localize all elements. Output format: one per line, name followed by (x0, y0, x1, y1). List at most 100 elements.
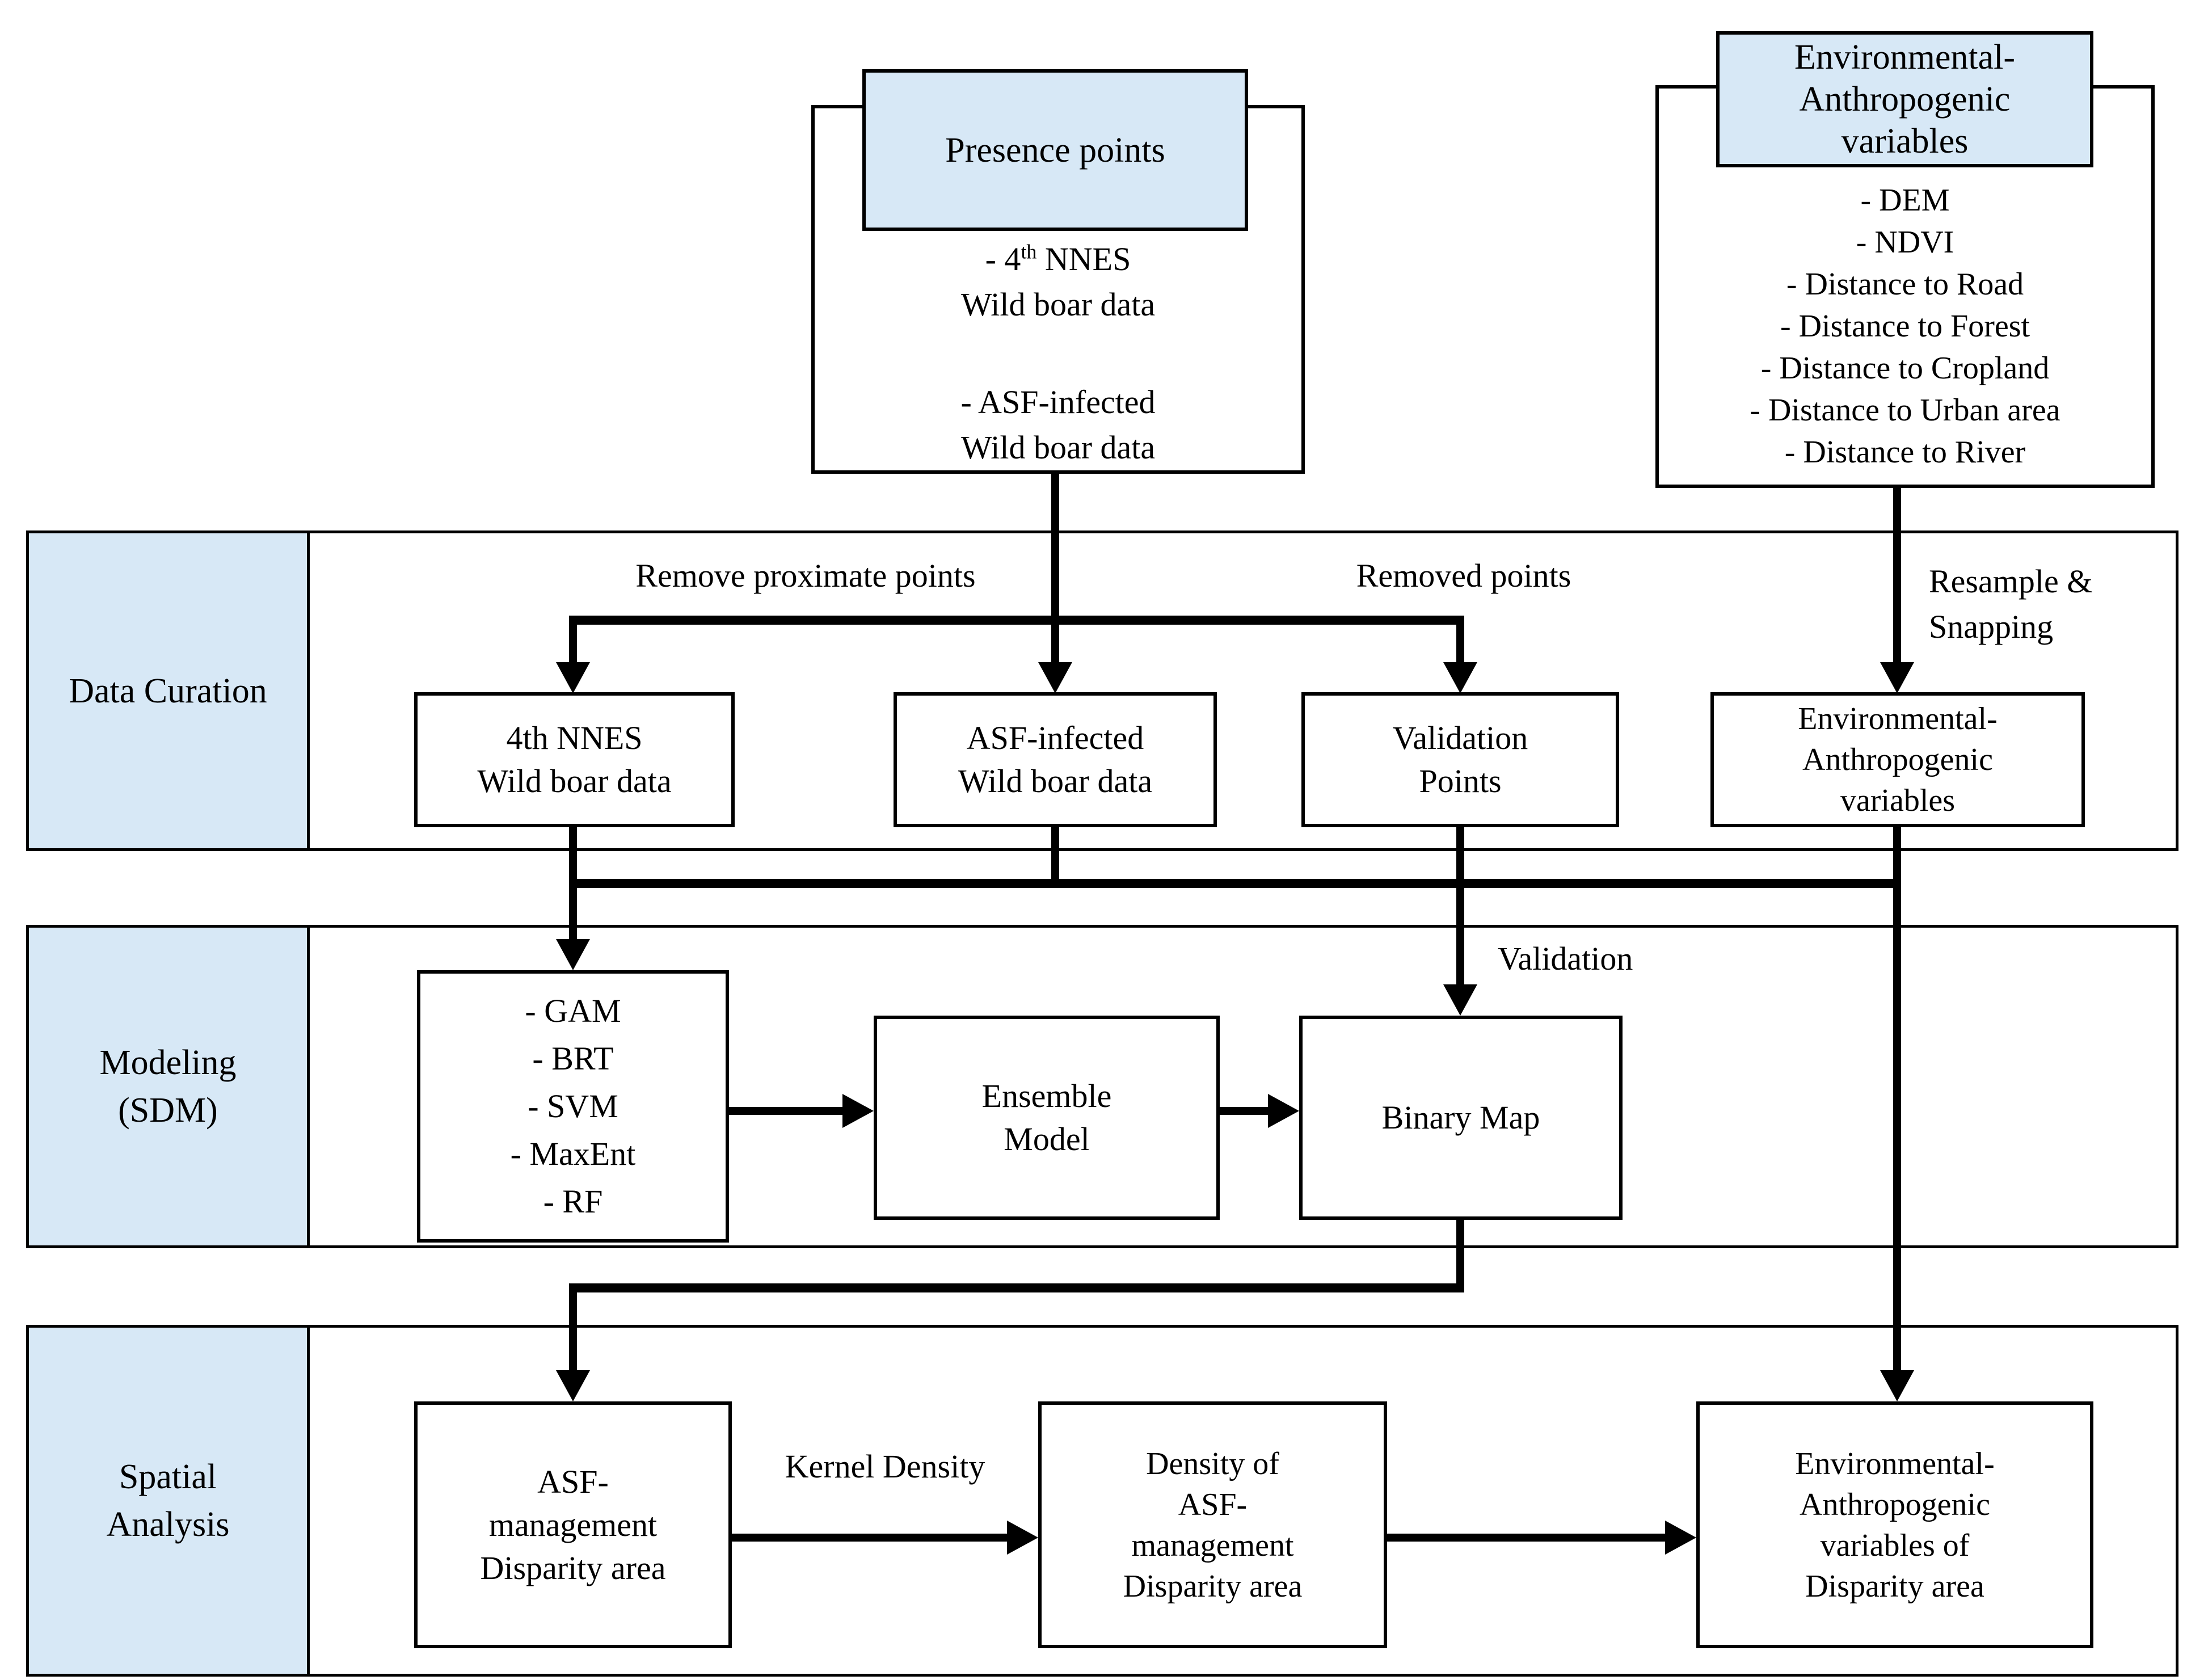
arrowhead-into-asf-infected-box (1038, 662, 1072, 693)
sdm-methods-box: - GAM - BRT - SVM - MaxEnt - RF (417, 970, 729, 1243)
edge-label-resample-line1: Resample & (1929, 563, 2093, 600)
env-variables-title-line2: Anthropogenic (1799, 80, 2011, 119)
band-label-spatial-line2: Analysis (106, 1505, 230, 1544)
sdm-item-svm: - SVM (528, 1088, 618, 1125)
arrowhead-into-asf-management-box (556, 1370, 590, 1401)
presence-item2-line1: - ASF-infected (960, 384, 1156, 420)
sdm-item-rf: - RF (543, 1183, 603, 1220)
spatial-box3-line4: Disparity area (1805, 1568, 1984, 1604)
curation-box4-line3: variables (1840, 783, 1956, 818)
connector-env-long-vertical (1893, 888, 1901, 1373)
connector-asf-to-density (732, 1534, 1010, 1542)
ensemble-model-box: Ensemble Model (874, 1016, 1220, 1220)
env-variables-header: Environmental- Anthropogenic variables (1716, 31, 2093, 167)
presence-item1-line1: - 4th NNES (985, 241, 1131, 278)
edge-label-resample-snapping: Resample & Snapping (1929, 559, 2173, 650)
connector-sdm-to-ensemble (729, 1107, 845, 1115)
spatial-box1-line3: Disparity area (480, 1549, 666, 1586)
band-label-cell-spatial: Spatial Analysis (29, 1328, 310, 1674)
band-label-data-curation: Data Curation (69, 671, 267, 710)
curation-box2-line2: Wild boar data (958, 763, 1153, 799)
sdm-item-gam: - GAM (525, 992, 621, 1029)
env-item: - Distance to Cropland (1760, 351, 2050, 386)
spatial-box3-line1: Environmental- (1795, 1446, 1995, 1481)
arrowhead-into-density-box (1007, 1521, 1038, 1555)
connector-binary-drop (1456, 1220, 1464, 1292)
curation-box4-line1: Environmental- (1798, 701, 1998, 736)
env-item: - DEM (1860, 183, 1950, 218)
env-item: - Distance to Road (1786, 267, 2024, 302)
spatial-box2-line1: Density of (1146, 1446, 1279, 1481)
env-variables-disparity-box: Environmental- Anthropogenic variables o… (1696, 1401, 2093, 1648)
presence-points-title: Presence points (945, 130, 1165, 170)
connector-branch-left-drop (569, 616, 577, 667)
asf-management-disparity-box: ASF- management Disparity area (414, 1401, 732, 1648)
sdm-item-brt: - BRT (532, 1040, 614, 1077)
presence-item2-line2: Wild boar data (960, 429, 1156, 466)
env-variables-title-line3: variables (1841, 122, 1969, 161)
arrowhead-into-binary-map (1443, 984, 1477, 1016)
spatial-box2-line4: Disparity area (1123, 1568, 1303, 1604)
curation-box-asf-infected: ASF-infected Wild boar data (894, 692, 1217, 827)
arrowhead-into-env-disparity-box (1880, 1370, 1914, 1401)
band-label-modeling-line1: Modeling (99, 1043, 237, 1082)
band-label-spatial-line1: Spatial (119, 1458, 217, 1496)
edge-label-remove-proximate-points: Remove proximate points (635, 557, 976, 594)
connector-drop-env (1893, 827, 1901, 888)
arrowhead-into-sdm-box (556, 939, 590, 970)
arrowhead-into-ensemble-box (842, 1094, 874, 1128)
connector-validation-drop (1456, 888, 1464, 987)
connector-branch-bar (569, 616, 1464, 625)
curation-box2-line1: ASF-infected (966, 719, 1144, 756)
connector-branch-right-drop (1456, 616, 1464, 667)
edge-label-kernel-density: Kernel Density (785, 1448, 985, 1485)
curation-box-4th-nnes: 4th NNES Wild boar data (414, 692, 735, 827)
edge-label-validation: Validation (1498, 940, 1633, 977)
binary-map-box: Binary Map (1299, 1016, 1623, 1220)
env-variables-title-line1: Environmental- (1794, 38, 2016, 77)
arrowhead-into-binary-box (1268, 1094, 1299, 1128)
band-label-cell-modeling: Modeling (SDM) (29, 928, 310, 1245)
band-label-modeling-line2: (SDM) (118, 1091, 218, 1130)
ensemble-line2: Model (1004, 1121, 1090, 1157)
density-disparity-box: Density of ASF- management Disparity are… (1038, 1401, 1387, 1648)
connector-into-sdm (569, 888, 577, 942)
connector-density-to-env (1387, 1534, 1668, 1542)
curation-box1-line1: 4th NNES (506, 719, 643, 756)
connector-drop-4th-nnes (569, 827, 577, 888)
arrowhead-into-4th-nnes-box (556, 662, 590, 693)
curation-box3-line1: Validation (1392, 719, 1528, 756)
spatial-box2-line3: management (1131, 1527, 1294, 1563)
presence-item1-line2: Wild boar data (960, 286, 1156, 323)
connector-merge-bar (569, 879, 1901, 888)
superscript-th: th (1021, 241, 1037, 264)
curation-box-validation-points: Validation Points (1301, 692, 1619, 827)
edge-label-removed-points: Removed points (1356, 557, 1571, 594)
spatial-box1-line1: ASF- (537, 1463, 609, 1500)
spatial-box1-line2: management (488, 1506, 658, 1543)
env-item: - NDVI (1856, 225, 1954, 260)
arrowhead-into-env-curation-box (1880, 662, 1914, 693)
curation-box4-line2: Anthropogenic (1802, 742, 1993, 777)
env-item: - Distance to River (1784, 435, 2026, 470)
presence-points-header: Presence points (862, 69, 1248, 231)
connector-elbow-drop (569, 1292, 577, 1372)
connector-env-vertical (1893, 488, 1901, 667)
connector-elbow-bar (569, 1283, 1464, 1292)
connector-drop-asf-infected (1051, 827, 1059, 888)
connector-drop-validation (1456, 827, 1464, 888)
arrowhead-into-env-disparity-left (1665, 1521, 1696, 1555)
spatial-box2-line2: ASF- (1178, 1487, 1248, 1522)
curation-box3-line2: Points (1419, 763, 1502, 799)
curation-box-env-variables: Environmental- Anthropogenic variables (1710, 692, 2085, 827)
env-item: - Distance to Urban area (1750, 393, 2060, 428)
sdm-item-maxent: - MaxEnt (510, 1135, 636, 1172)
spatial-box3-line2: Anthropogenic (1800, 1487, 1990, 1522)
ensemble-line1: Ensemble (981, 1077, 1112, 1114)
curation-box1-line2: Wild boar data (477, 763, 672, 799)
band-label-cell-data-curation: Data Curation (29, 533, 310, 848)
connector-ensemble-to-binary (1220, 1107, 1271, 1115)
arrowhead-into-validation-points-box (1443, 662, 1477, 693)
binary-map-label: Binary Map (1381, 1099, 1540, 1136)
